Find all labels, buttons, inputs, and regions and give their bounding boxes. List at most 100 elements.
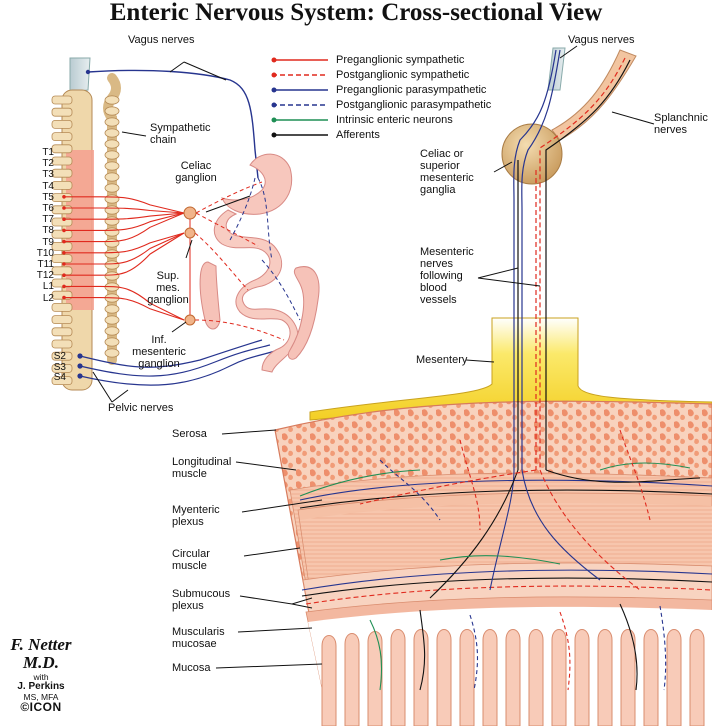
plexus-fiber [659, 605, 667, 691]
vagus-nerve-left [85, 61, 259, 179]
legend-swatch [271, 57, 328, 62]
legend-item-postganglionic-sympathetic: Postganglionic sympathetic [270, 67, 520, 82]
chain-ganglion [104, 172, 120, 182]
label-sympathetic-chain: Sympathetic chain [150, 122, 211, 146]
legend-item-preganglionic-sympathetic: Preganglionic sympathetic [270, 52, 520, 67]
splanchnic-nerve-bundle [551, 49, 637, 141]
legend-label: Preganglionic sympathetic [336, 53, 465, 66]
chain-ganglion [104, 348, 120, 358]
chain-ganglion [104, 271, 120, 281]
legend-label: Postganglionic sympathetic [336, 68, 470, 81]
segment-label: T9 [42, 236, 54, 248]
plexus-fiber [369, 619, 383, 691]
plexus-fiber [299, 469, 421, 497]
prevertebral-ganglia [183, 206, 197, 326]
vertebra [51, 315, 73, 325]
segment-label: L1 [42, 281, 54, 293]
plexus-fiber [619, 429, 651, 521]
sympathetic-fiber [64, 232, 185, 254]
legend-swatch [271, 87, 328, 92]
plexus-fiber [299, 489, 712, 509]
label-mesenteric-nerves: Mesenteric nerves following blood vessel… [420, 246, 474, 306]
preganglionic-sympathetic-fibers [62, 195, 185, 321]
villus [413, 629, 429, 726]
segment-label: T1 [42, 147, 54, 158]
gut-fiber [194, 232, 249, 291]
segment-label: T12 [36, 270, 54, 282]
chain-ganglion [104, 216, 120, 226]
label-mesentery: Mesentery [416, 354, 468, 366]
plexus-fiber [459, 439, 481, 531]
spinal-column [51, 57, 94, 391]
vertebra [51, 168, 73, 178]
sympathetic-fiber [64, 232, 185, 276]
villus [574, 629, 590, 726]
villus [643, 629, 659, 726]
villus [436, 629, 452, 726]
plexus-fiber [619, 603, 638, 691]
segment-label: T6 [42, 203, 54, 214]
celiac-superior-mesenteric-ganglion [501, 123, 563, 185]
label-longitudinal-muscle: Longitudinal muscle [172, 456, 232, 480]
villus [597, 629, 613, 726]
chain-ganglion [104, 95, 120, 105]
plexus-fiber [419, 609, 426, 691]
chain-ganglion [104, 337, 120, 347]
gut-autonomic-fibers [189, 177, 301, 341]
plexus-fiber [599, 462, 691, 471]
villus [551, 629, 567, 726]
vertebra [51, 180, 73, 190]
sympathetic-fiber [64, 297, 185, 321]
vertebra [51, 254, 73, 264]
plexus-fiber [545, 469, 701, 483]
villus [459, 629, 475, 726]
label-circular-muscle: Circular muscle [172, 548, 210, 572]
label-splanchnic-nerves: Splanchnic nerves [654, 112, 708, 136]
chain-ganglion [104, 183, 120, 193]
segment-label: S4 [53, 372, 66, 383]
label-celiac-or-superior-mesenteric-ganglia: Celiac or superior mesenteric ganglia [420, 148, 474, 196]
label-vagus-nerves-left: Vagus nerves [128, 34, 195, 46]
chain-ganglion [104, 161, 120, 171]
publisher-logo: ©ICON [20, 700, 62, 714]
villus [390, 629, 406, 726]
vertebra [51, 302, 73, 312]
vertebra [51, 217, 73, 227]
chain-ganglion [104, 150, 120, 160]
chain-ganglion [104, 205, 120, 215]
legend-label: Postganglionic parasympathetic [336, 98, 492, 111]
signature-netter: F. Netter M.D. [10, 635, 72, 672]
vertebra [51, 144, 73, 154]
villus [620, 629, 636, 726]
villus [505, 629, 521, 726]
vertebra [51, 339, 73, 349]
legend-label: Afferents [336, 128, 380, 141]
legend-label: Preganglionic parasympathetic [336, 83, 487, 96]
signature-perkins: J. Perkins [17, 681, 65, 692]
gastrointestinal-tract [199, 153, 320, 373]
legend-swatch [271, 72, 328, 77]
segment-label: T3 [42, 169, 54, 181]
label-myenteric-plexus: Myenteric plexus [172, 504, 220, 528]
vertebra [51, 193, 73, 203]
label-submucous-plexus: Submucous plexus [172, 588, 231, 612]
gut-fiber [195, 212, 259, 247]
artist-signature: F. Netter M.D. with J. Perkins MS, MFA ©… [6, 635, 76, 714]
label-pelvic-nerves: Pelvic nerves [108, 402, 174, 414]
label-mucosa: Mucosa [172, 662, 211, 674]
sympathetic-fiber [64, 196, 185, 214]
vertebra [51, 363, 73, 373]
chain-ganglion [104, 304, 120, 314]
plexus-fiber [559, 611, 571, 691]
vertebra [51, 376, 73, 386]
vertebra [51, 278, 73, 288]
label-celiac-ganglion: Celiac ganglion [175, 160, 217, 184]
pelvic-parasympathetic-fibers [77, 339, 279, 403]
legend-swatch [271, 132, 328, 137]
villus [528, 629, 544, 726]
chain-ganglion [104, 260, 120, 270]
page-title: Enteric Nervous System: Cross-sectional … [109, 0, 603, 26]
plexus-fiber [521, 469, 601, 581]
segment-label: L2 [42, 292, 54, 304]
